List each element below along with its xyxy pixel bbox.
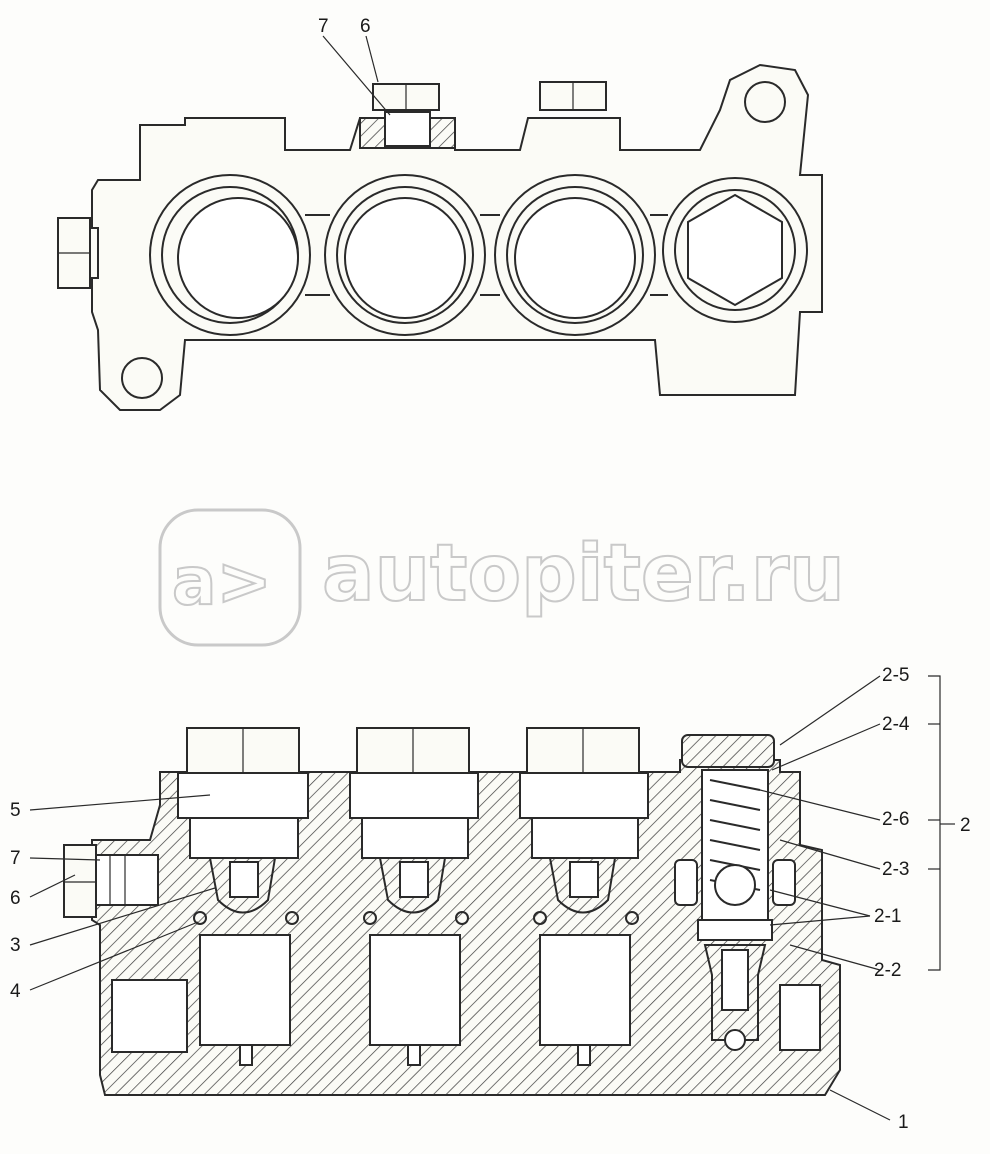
relief-valve	[674, 734, 796, 1051]
callout-6: 6	[10, 888, 21, 909]
callout-2-5: 2-5	[882, 665, 909, 686]
top-callout-7: 7	[318, 16, 329, 37]
valve-1	[177, 727, 309, 1046]
callout-3: 3	[10, 935, 21, 956]
callout-2-6: 2-6	[882, 809, 909, 830]
callout-7: 7	[10, 848, 21, 869]
callout-2-3: 2-3	[882, 859, 909, 880]
callout-1: 1	[898, 1112, 909, 1133]
callout-4: 4	[10, 981, 21, 1002]
section-callouts: 5 7 6 3 4 2-5 2-4 2-6 2-3 2-1 2-2 1 2	[10, 665, 971, 1133]
top-view: 7 6	[57, 16, 823, 411]
watermark-mark: a>	[172, 543, 272, 620]
watermark-text: autopiter.ru	[322, 529, 845, 619]
section-view	[63, 727, 841, 1096]
top-callout-6: 6	[360, 16, 371, 37]
valve-3	[519, 727, 649, 1046]
callout-2-4: 2-4	[882, 714, 910, 735]
callout-5: 5	[10, 800, 21, 821]
watermark: a> autopiter.ru	[158, 508, 846, 647]
callout-2-group: 2	[960, 815, 971, 836]
callout-2-2: 2-2	[874, 960, 901, 981]
valve-2	[349, 727, 479, 1046]
callout-2-1: 2-1	[874, 906, 901, 927]
